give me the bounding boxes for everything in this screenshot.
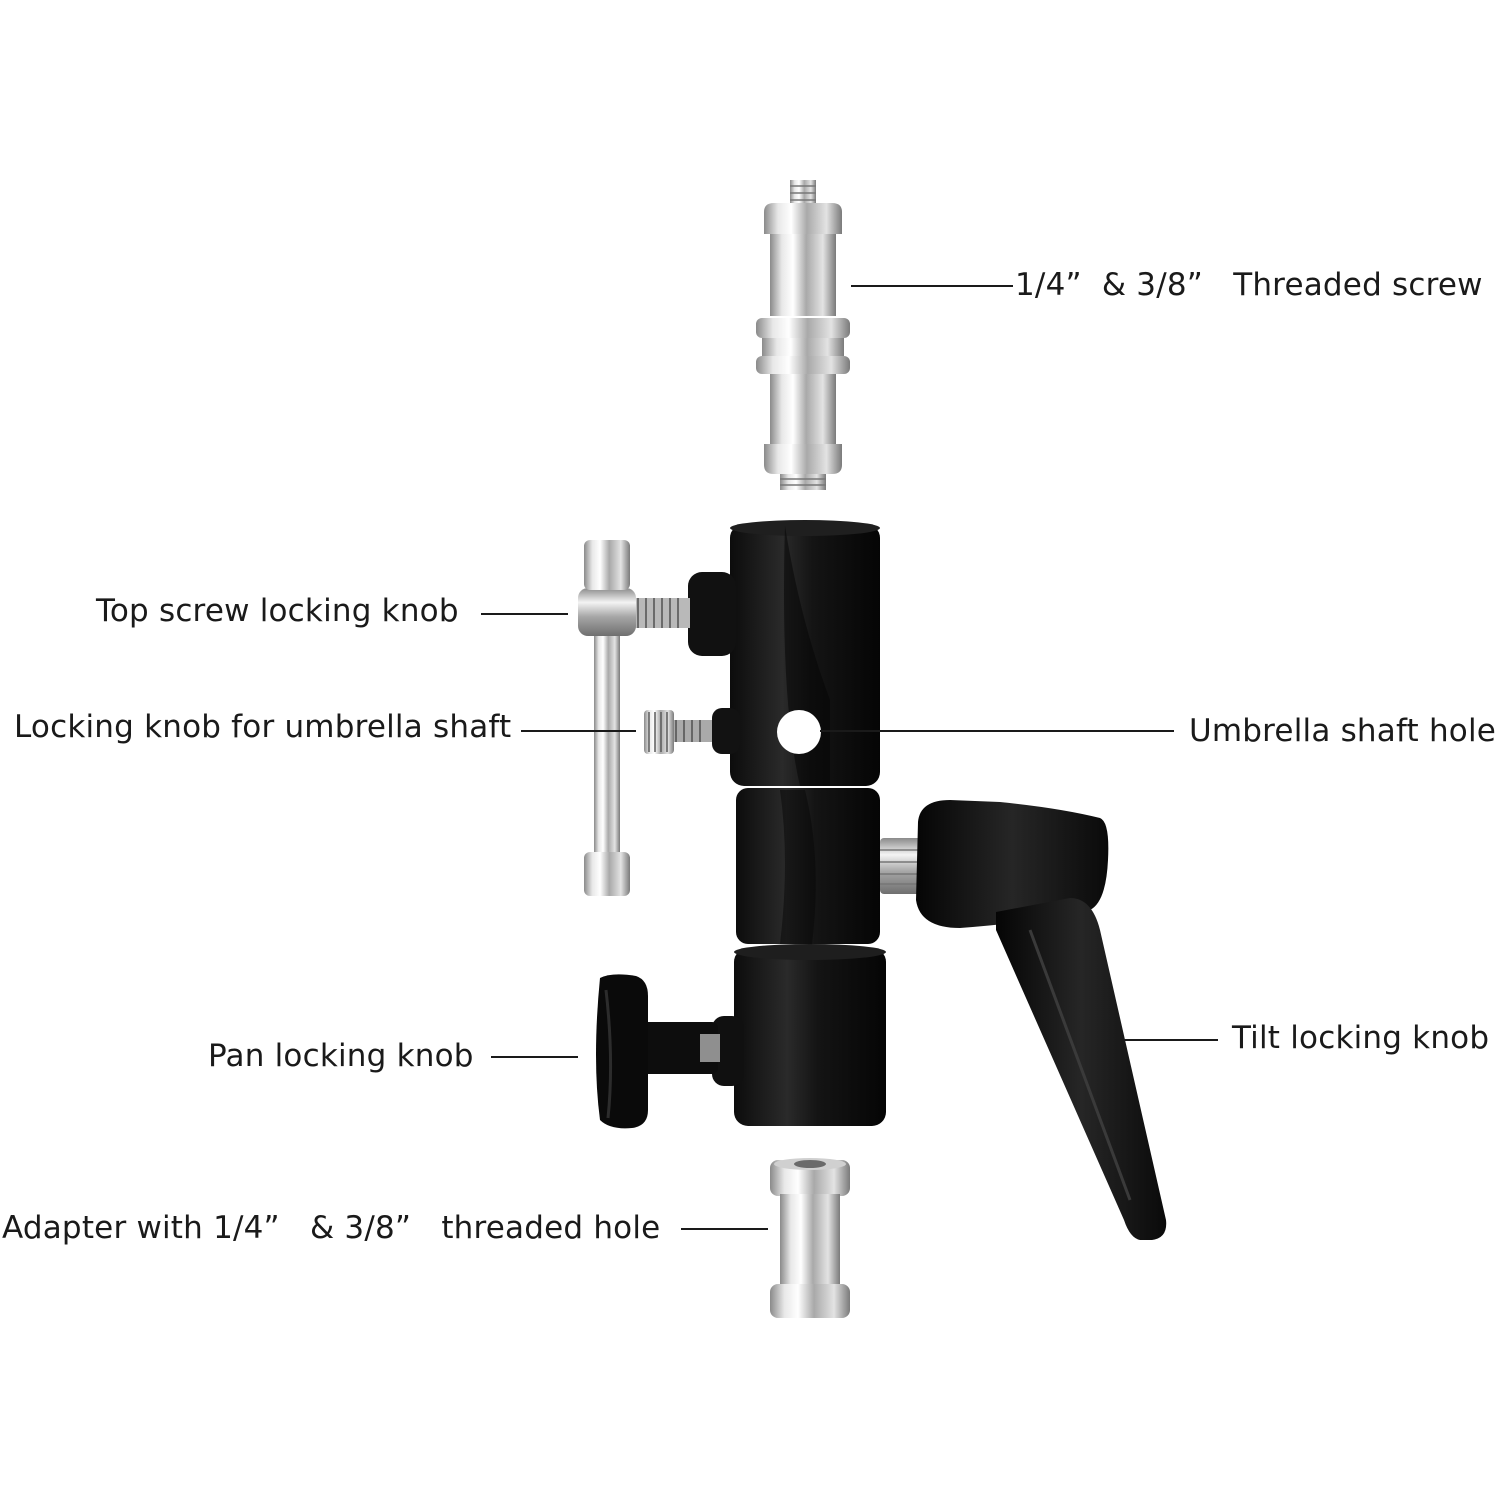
label-threaded-screw: 1/4” & 3/8” Threaded screw <box>1015 267 1483 303</box>
umbrella-shaft-locking-knob[interactable] <box>644 708 740 754</box>
threaded-hole-adapter <box>770 1158 850 1318</box>
threaded-screw-spigot <box>756 180 850 490</box>
leader-lines <box>481 285 1218 1230</box>
middle-body <box>736 788 880 944</box>
label-pan-locking-knob: Pan locking knob <box>208 1038 474 1074</box>
top-screw-locking-knob[interactable] <box>578 540 690 896</box>
lower-body <box>712 944 886 1126</box>
pan-locking-knob[interactable] <box>596 974 720 1129</box>
umbrella-shaft-hole <box>777 710 821 754</box>
tilt-locking-knob[interactable] <box>880 800 1167 1240</box>
label-top-screw-locking-knob: Top screw locking knob <box>96 593 459 629</box>
label-umbrella-shaft-hole: Umbrella shaft hole <box>1189 713 1497 749</box>
label-umbrella-shaft-locking-knob: Locking knob for umbrella shaft <box>14 709 512 745</box>
label-adapter: Adapter with 1/4” & 3/8” threaded hole <box>2 1210 661 1246</box>
label-tilt-locking-knob: Tilt locking knob <box>1232 1020 1490 1056</box>
upper-body <box>688 520 880 786</box>
